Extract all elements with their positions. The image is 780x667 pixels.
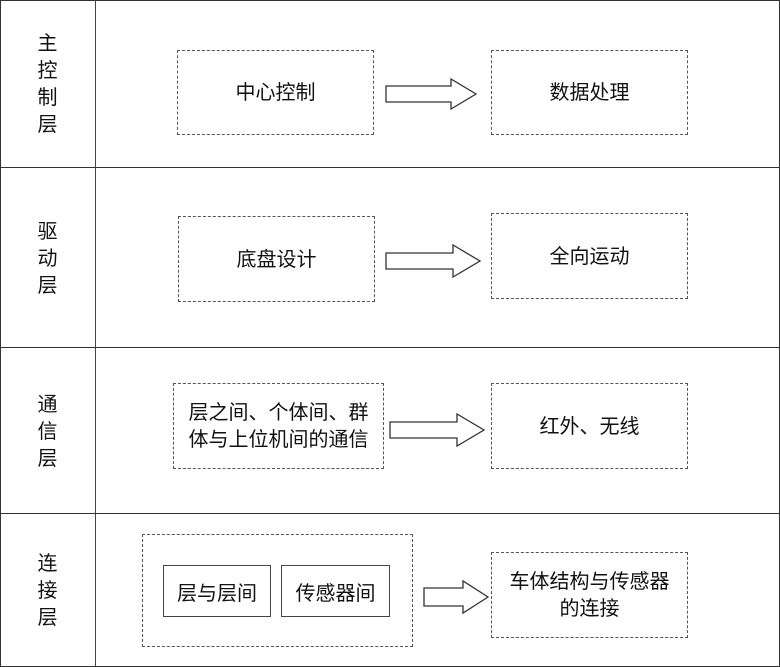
label-char: 控	[37, 57, 58, 82]
source-group-connections	[142, 534, 413, 647]
source-box-central-control: 中心控制	[177, 50, 374, 135]
row-divider	[0, 513, 780, 514]
label-char: 信	[37, 418, 58, 443]
layer-label-communication: 通 信 层	[0, 348, 95, 514]
layer-label-main-control: 主 控 制 层	[0, 0, 95, 167]
label-char: 制	[37, 84, 58, 109]
label-char: 接	[37, 578, 58, 602]
box-text: 传感器间	[295, 580, 376, 605]
box-text: 全向运动	[549, 243, 630, 268]
target-box-body-sensor-connection: 车体结构与传感器 的连接	[491, 552, 688, 638]
label-char: 层	[37, 445, 58, 470]
label-char: 动	[37, 245, 58, 270]
box-text: 层与层间	[177, 580, 257, 605]
box-text: 数据处理	[549, 80, 630, 104]
item-box-layer-to-layer: 层与层间	[163, 565, 271, 617]
label-char: 层	[37, 605, 58, 629]
right-arrow-icon	[423, 579, 490, 615]
box-text-line: 层之间、个体间、群	[188, 400, 369, 424]
target-box-omnidirectional-motion: 全向运动	[491, 213, 688, 299]
label-char: 连	[37, 551, 58, 575]
target-box-data-processing: 数据处理	[491, 50, 688, 135]
box-text: 红外、无线	[539, 413, 640, 438]
box-text-line: 体与上位机间的通信	[188, 427, 369, 451]
row-divider	[0, 347, 780, 348]
box-text: 中心控制	[235, 80, 316, 104]
label-char: 通	[37, 391, 58, 416]
layer-label-drive: 驱 动 层	[0, 168, 95, 348]
right-arrow-icon	[385, 243, 482, 279]
label-char: 层	[37, 111, 58, 136]
layer-label-connection: 连 接 层	[0, 514, 95, 667]
label-char: 层	[37, 272, 58, 297]
source-box-communication-scope: 层之间、个体间、群 体与上位机间的通信	[173, 383, 384, 469]
right-arrow-icon	[385, 77, 478, 111]
source-box-chassis-design: 底盘设计	[178, 216, 375, 302]
box-text-line: 的连接	[559, 596, 620, 620]
label-char: 主	[37, 30, 58, 55]
right-arrow-icon	[389, 412, 486, 448]
item-box-between-sensors: 传感器间	[281, 565, 390, 617]
column-divider	[95, 0, 96, 667]
row-divider	[0, 167, 780, 168]
target-box-infrared-wireless: 红外、无线	[491, 383, 688, 469]
box-text: 底盘设计	[236, 246, 317, 271]
label-char: 驱	[37, 218, 58, 243]
box-text-line: 车体结构与传感器	[509, 569, 670, 593]
